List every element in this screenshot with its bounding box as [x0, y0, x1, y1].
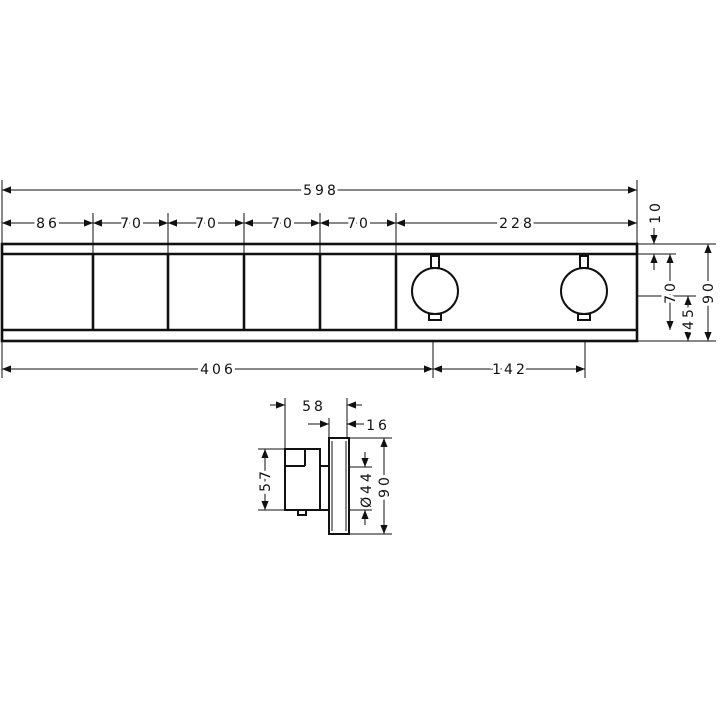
dim-side-overall-height: 90 [374, 438, 396, 534]
svg-text:90: 90 [377, 474, 393, 498]
module-dividers [91, 254, 398, 330]
dim-module-height: 70 [660, 254, 682, 330]
svg-text:406: 406 [200, 362, 236, 378]
svg-text:Ø44: Ø44 [359, 470, 375, 508]
dim-plate-thickness: 16 [308, 418, 390, 434]
dim-segment-4: 70 [271, 216, 295, 232]
svg-text:142: 142 [492, 362, 528, 378]
svg-text:70: 70 [663, 280, 679, 304]
body-nub [297, 509, 307, 516]
dim-top-strip: 10 [648, 200, 664, 270]
dim-segment-6: 228 [499, 216, 535, 232]
extension-lines [1, 180, 716, 378]
dim-segment-2: 70 [120, 216, 144, 232]
dim-overall-height: 90 [698, 244, 720, 341]
svg-text:16: 16 [366, 418, 390, 434]
svg-text:90: 90 [701, 280, 717, 304]
svg-text:57: 57 [258, 468, 274, 492]
svg-text:45: 45 [681, 306, 697, 330]
knob-right [560, 255, 608, 321]
dim-segment-3: 70 [195, 216, 219, 232]
dim-depth: 58 [270, 399, 362, 415]
svg-text:598: 598 [303, 183, 339, 199]
dim-knob-positions: 406 142 [2, 359, 585, 381]
dim-body-height: 57 [255, 449, 277, 510]
dim-segment-5: 70 [347, 216, 371, 232]
dim-segments: 86 70 70 70 70 228 [2, 213, 637, 235]
dim-knob-center-height: 45 [678, 296, 700, 341]
dim-knob-diameter: Ø44 [359, 452, 375, 525]
knob-left [411, 255, 459, 321]
dim-segment-1: 86 [36, 216, 60, 232]
knob-profile [319, 465, 330, 511]
dim-overall-width: 598 [2, 180, 637, 202]
side-view: 58 16 57 Ø44 90 [255, 398, 396, 535]
valve-body [284, 448, 321, 511]
front-view: 598 86 70 70 70 70 228 406 142 [0, 180, 720, 381]
svg-text:58: 58 [302, 399, 326, 415]
svg-text:10: 10 [648, 200, 664, 224]
